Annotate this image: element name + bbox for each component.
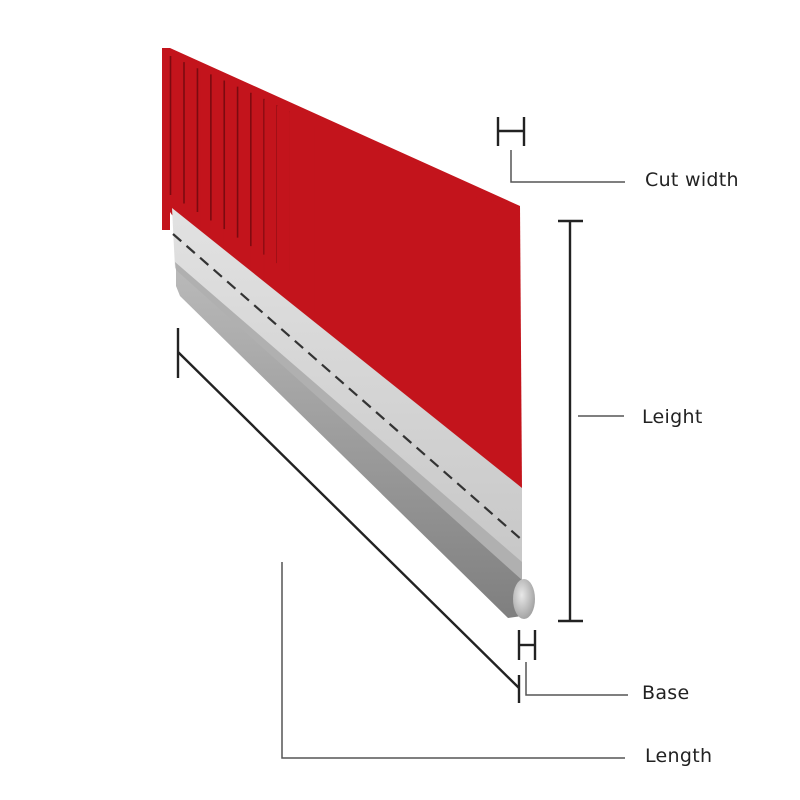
base-rod bbox=[176, 270, 522, 618]
leight-dimension bbox=[558, 219, 583, 623]
bristle-tooth bbox=[314, 118, 330, 355]
bristle-tooth bbox=[302, 112, 317, 345]
bristle-tooth bbox=[264, 94, 277, 313]
length-dimension bbox=[176, 328, 521, 703]
base-leader bbox=[525, 662, 628, 696]
bristle-tooth bbox=[200, 65, 211, 262]
length-leader bbox=[281, 562, 625, 759]
bristle-tooth bbox=[187, 59, 197, 251]
bristle-tooth bbox=[226, 77, 238, 282]
leight-label: Leight bbox=[642, 406, 703, 428]
base-rod-cap bbox=[513, 579, 535, 619]
cut-width-leader bbox=[510, 150, 625, 183]
base-label: Base bbox=[642, 682, 689, 704]
bristle-tooth bbox=[239, 83, 251, 293]
bristle-tooth bbox=[162, 48, 170, 230]
bristle-tooth bbox=[339, 129, 356, 376]
bristle-tooth bbox=[327, 124, 343, 365]
bristle-tooth bbox=[277, 100, 290, 324]
cut-width-label: Cut width bbox=[645, 169, 739, 191]
bristle-tooth bbox=[251, 88, 264, 303]
bristle-tooth bbox=[497, 206, 520, 510]
bristle-tooth bbox=[213, 71, 224, 272]
bristle-teeth bbox=[162, 48, 520, 510]
seam-line bbox=[172, 233, 523, 541]
bristle-tooth bbox=[289, 106, 304, 334]
strip-brush bbox=[162, 48, 535, 619]
cut-width-dimension-icon bbox=[496, 117, 526, 146]
base-width-dimension-icon bbox=[517, 630, 537, 660]
bristle-tooth bbox=[351, 135, 369, 386]
bristle-tooth bbox=[174, 53, 184, 241]
length-label: Length bbox=[645, 745, 712, 767]
